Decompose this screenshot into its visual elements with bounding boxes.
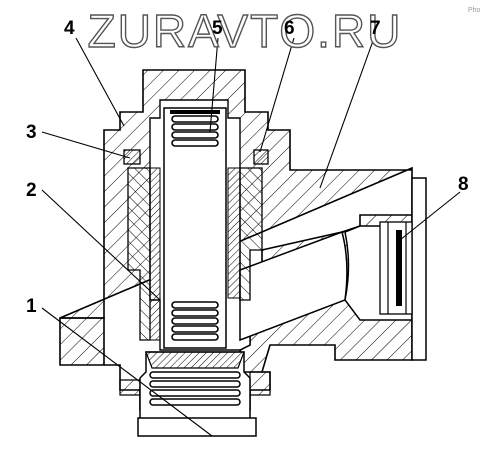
leader-8 [399,191,461,241]
callout-1: 1 [26,296,37,317]
leader-lines [41,37,461,437]
seal-rings [123,149,269,165]
leader-2 [41,189,161,301]
leader-6 [259,37,295,153]
callout-8: 8 [458,174,469,195]
outlet-fitting [379,177,427,361]
callout-4: 4 [64,18,75,39]
callout-6: 6 [284,18,295,39]
callout-2: 2 [26,180,37,201]
leader-3 [41,131,131,159]
callout-3: 3 [26,122,37,143]
watermark-text: ZURAVTO.RU [88,5,403,57]
corner-mark: Pho [468,7,481,14]
lower-spring [171,301,219,341]
upper-spring [171,115,219,147]
leader-4 [75,37,125,127]
callout-7: 7 [370,18,381,39]
leader-1 [41,307,213,437]
leader-5 [209,37,219,133]
callout-5: 5 [212,18,223,39]
leader-7 [319,37,375,189]
